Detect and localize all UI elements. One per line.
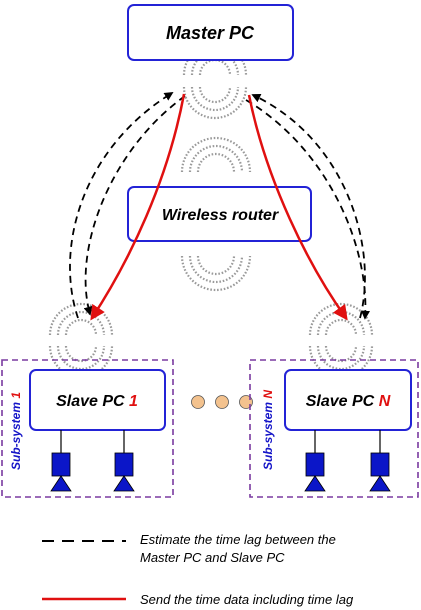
- red-arrow-to-slave-n: [247, 94, 348, 321]
- slave-pc-n-index: N: [379, 393, 391, 410]
- subsystem-1-label: Sub-system 1: [9, 392, 23, 470]
- wifi-waves-slave-n: [308, 302, 374, 379]
- subsystem-1-index: 1: [9, 392, 23, 399]
- slave-pc-n-box: [284, 369, 412, 431]
- slave-pc-1-index: 1: [129, 393, 138, 410]
- subsystem-1-prefix: Sub-system: [9, 402, 23, 470]
- subsystem-n-label: Sub-system N: [261, 390, 275, 470]
- slave-pc-n-label: Slave PC N: [306, 393, 391, 410]
- camera-icon: [50, 430, 72, 492]
- camera-icon: [113, 430, 135, 492]
- legend-dashed-text-1: Estimate the time lag between the: [140, 532, 336, 547]
- wifi-waves-slave-1: [48, 302, 114, 379]
- wifi-waves-router-top: [180, 136, 252, 173]
- ellipsis-dots: [191, 395, 253, 409]
- router-label: Wireless router: [162, 207, 279, 224]
- slave-pc-1-text: Slave PC: [56, 393, 125, 410]
- camera-icon: [369, 430, 391, 492]
- slave-pc-n-text: Slave PC: [306, 393, 375, 410]
- red-arrow-to-slave-1: [90, 93, 186, 321]
- master-pc-box: [127, 4, 294, 61]
- subsystem-1-frame: [1, 359, 174, 498]
- wifi-waves-router-bottom: [180, 255, 252, 292]
- master-pc-label: Master PC: [166, 23, 255, 43]
- router-box: [127, 186, 312, 242]
- subsystem-n-index: N: [261, 390, 275, 399]
- subsystem-n-prefix: Sub-system: [261, 402, 275, 470]
- legend-dashed-text-2: Master PC and Slave PC: [140, 550, 285, 565]
- legend-solid-text: Send the time data including time lag: [140, 592, 354, 607]
- dashed-paths: [69, 92, 371, 320]
- subsystem-n-frame: [249, 359, 419, 498]
- slave-pc-1-box: [29, 369, 166, 431]
- camera-icon: [304, 430, 326, 492]
- slave-pc-1-label: Slave PC 1: [56, 393, 138, 410]
